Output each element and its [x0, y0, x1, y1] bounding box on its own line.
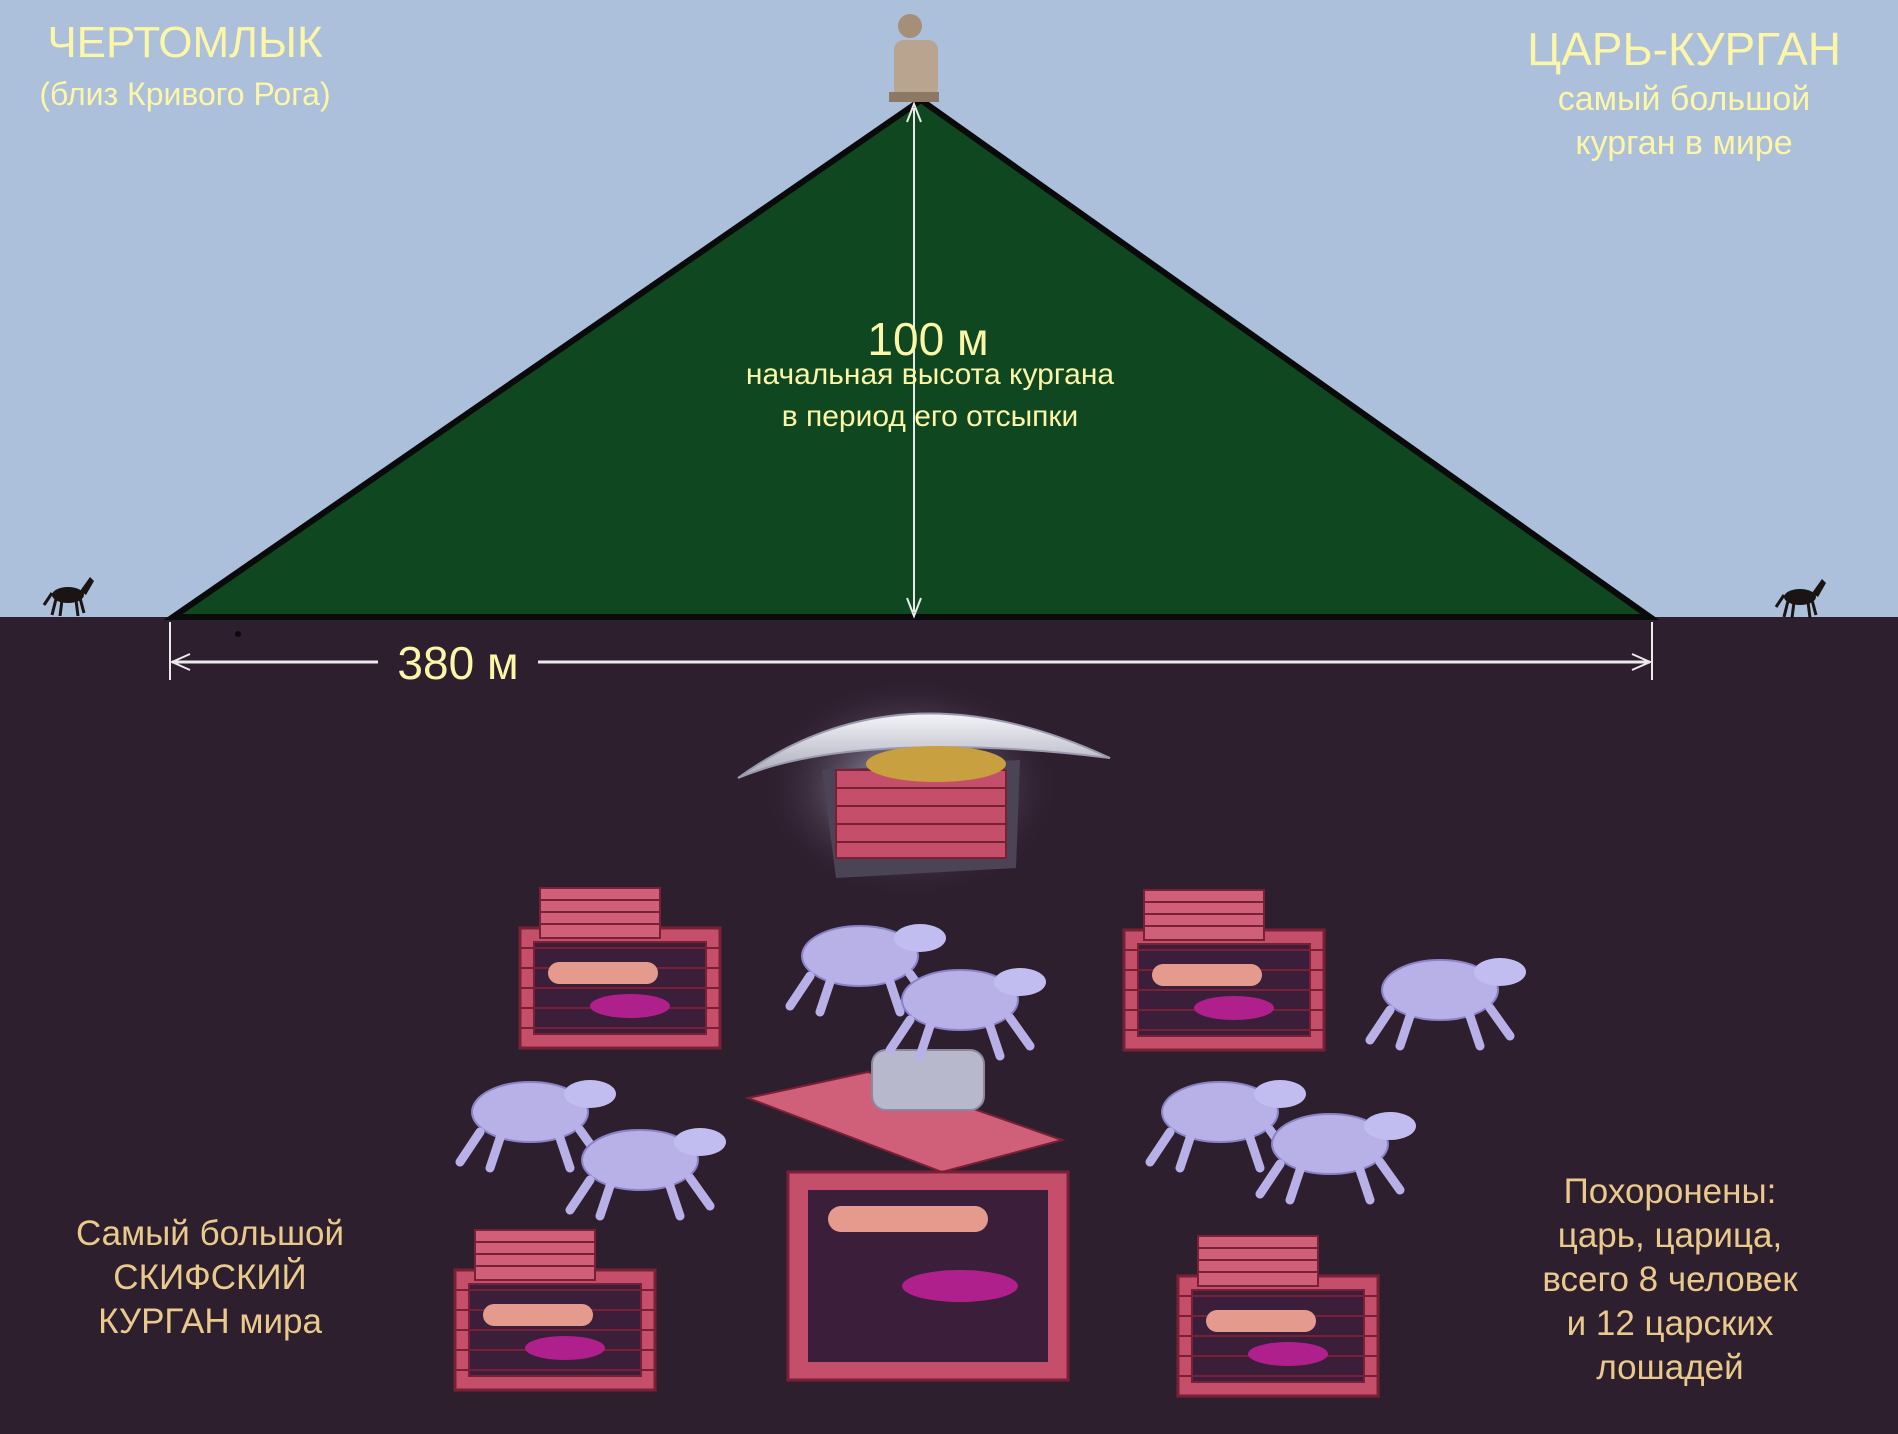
horse-icon [42, 575, 96, 618]
log-crib-icon [518, 886, 722, 1050]
left-subtitle: (близ Кривого Рога) [39, 76, 331, 112]
log-crib-icon [453, 1228, 657, 1392]
mound-shape [163, 96, 1660, 620]
right-subtitle-line1: самый большой [1557, 80, 1811, 118]
horse-burial-icon [1260, 1112, 1416, 1200]
stone-statue-icon [889, 14, 939, 102]
horse-icon [1774, 577, 1828, 620]
right-caption-line5: лошадей [1596, 1348, 1744, 1387]
right-caption-line2: царь, царица, [1557, 1216, 1783, 1255]
height-caption-line1: начальная высота кургана [745, 358, 1115, 391]
left-title: ЧЕРТОМЛЫК [47, 18, 323, 67]
log-crib-icon [744, 1049, 1070, 1382]
left-caption-line3: КУРГАН мира [98, 1302, 322, 1341]
left-caption-line2: СКИФСКИЙ [113, 1258, 307, 1297]
horse-burial-icon [890, 968, 1046, 1056]
right-title: ЦАРЬ-КУРГАН [1527, 23, 1841, 75]
right-subtitle-line2: курган в мире [1575, 124, 1793, 162]
left-caption-line1: Самый большой [75, 1214, 345, 1253]
log-crib-icon [1122, 888, 1326, 1052]
width-label: 380 м [378, 636, 538, 690]
right-caption-line4: и 12 царских [1566, 1304, 1774, 1343]
height-label: 100 м [867, 313, 989, 365]
right-caption-line1: Похоронены: [1563, 1172, 1777, 1211]
horse-burial-icon [570, 1128, 726, 1216]
log-crib-icon [1176, 1234, 1380, 1398]
horse-burial-icon [1370, 958, 1526, 1046]
right-caption-line3: всего 8 человек [1542, 1260, 1798, 1299]
height-caption-line2: в период его отсыпки [781, 400, 1079, 433]
burial-chamber-icon [737, 678, 1111, 898]
